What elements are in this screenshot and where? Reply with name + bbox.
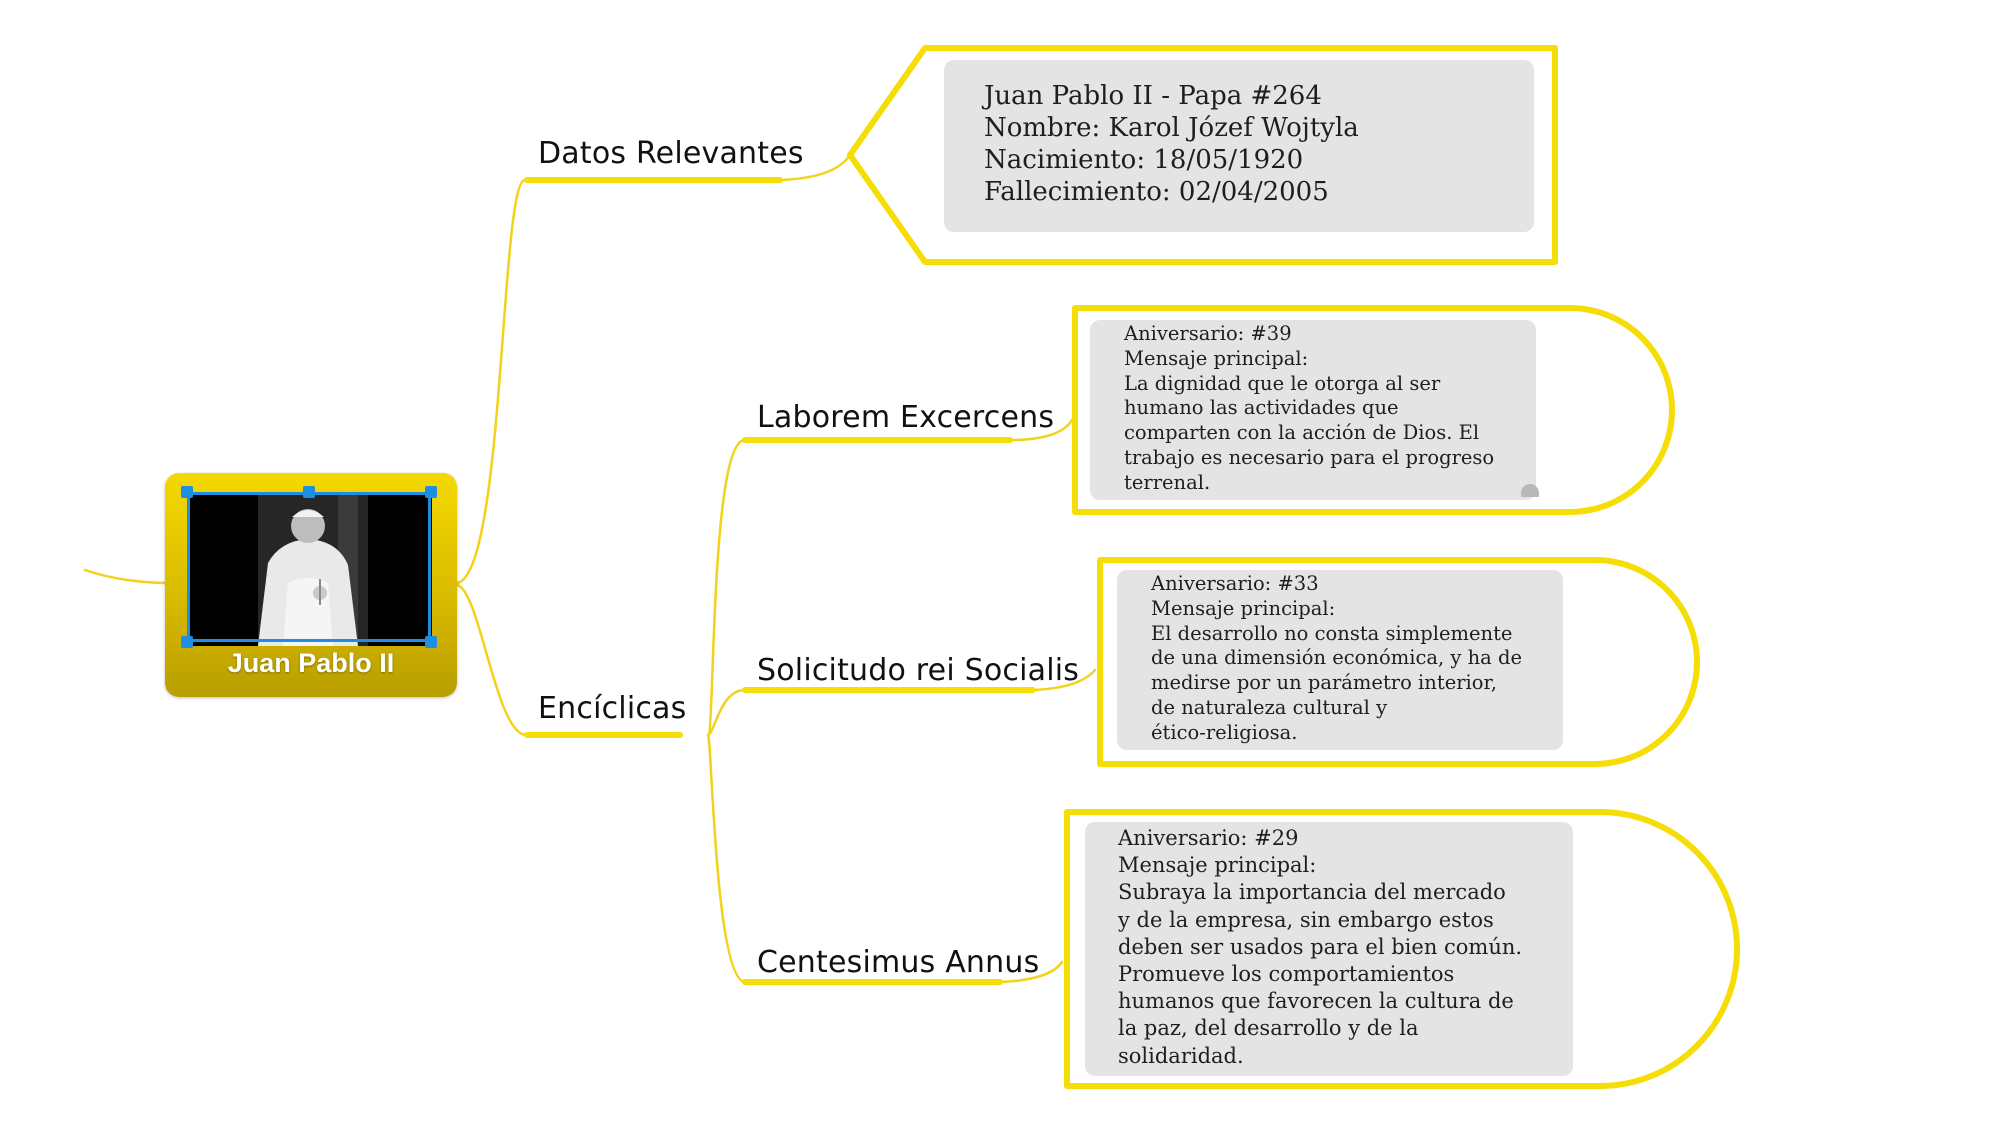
note-line: Mensaje principal:	[1151, 596, 1336, 620]
topic-enciclicas[interactable]: Encíclicas	[538, 691, 687, 726]
topic-laborem-excercens[interactable]: Laborem Excercens	[757, 400, 1055, 435]
note-line: deben ser usados para el bien común.	[1118, 934, 1523, 959]
note-resize-grip-icon[interactable]	[1521, 484, 1539, 497]
note-line: comparten con la acción de Dios. El	[1124, 421, 1480, 445]
connector-enciclicas-to-laborem	[706, 438, 747, 737]
connector-datos-to-note	[778, 153, 852, 182]
note-solicitudo-rei-socialis[interactable]: Aniversario: #33 Mensaje principal: El d…	[1117, 570, 1563, 750]
connector-laborem-to-note	[1008, 418, 1074, 442]
note-line: la paz, del desarrollo y de la	[1118, 1016, 1419, 1041]
rounded-frame-laborem	[1072, 305, 1675, 515]
note-line: humano las actividades que	[1124, 396, 1399, 420]
connector-central-to-enciclicas	[455, 583, 527, 737]
note-datos-relevantes[interactable]: Juan Pablo II - Papa #264 Nombre: Karol …	[944, 60, 1534, 232]
topic-datos-relevantes[interactable]: Datos Relevantes	[538, 136, 804, 171]
connector-enciclicas-to-solicitudo	[706, 688, 747, 737]
note-line: ético-religiosa.	[1151, 720, 1298, 744]
connector-centesimus-to-note	[998, 960, 1064, 984]
note-line: Mensaje principal:	[1124, 346, 1309, 370]
note-line: solidaridad.	[1118, 1043, 1244, 1068]
note-line: Nacimiento: 18/05/1920	[984, 145, 1304, 175]
note-line: trabajo es necesario para el progreso	[1124, 445, 1495, 469]
rounded-frame-centesimus	[1064, 809, 1740, 1089]
note-line: Juan Pablo II - Papa #264	[984, 81, 1322, 111]
resize-handle-bottom-right[interactable]	[425, 636, 437, 648]
resize-handle-bottom-left[interactable]	[181, 636, 193, 648]
note-line: Aniversario: #29	[1118, 826, 1299, 850]
note-line: y de la empresa, sin embargo estos	[1118, 907, 1494, 932]
resize-handle-top-left[interactable]	[181, 486, 193, 498]
note-line: Subraya la importancia del mercado	[1118, 880, 1506, 905]
topic-solicitudo-rei-socialis[interactable]: Solicitudo rei Socialis	[757, 653, 1080, 688]
connector-enciclicas-to-centesimus	[706, 733, 747, 984]
resize-handle-top-center[interactable]	[303, 486, 315, 498]
topic-centesimus-annus[interactable]: Centesimus Annus	[757, 945, 1040, 980]
note-centesimus-annus[interactable]: Aniversario: #29 Mensaje principal: Subr…	[1085, 822, 1573, 1076]
note-line: Aniversario: #39	[1124, 322, 1292, 345]
image-selection-frame	[187, 492, 431, 642]
note-line: humanos que favorecen la cultura de	[1118, 989, 1514, 1014]
note-line: Nombre: Karol Józef Wojtyla	[984, 113, 1359, 143]
note-laborem-excercens[interactable]: Aniversario: #39 Mensaje principal: La d…	[1090, 320, 1536, 500]
central-topic-title: Juan Pablo II	[227, 648, 395, 678]
central-topic-node[interactable]: Juan Pablo II	[165, 473, 457, 697]
note-line: El desarrollo no consta simplemente	[1151, 621, 1513, 645]
note-line: Aniversario: #33	[1151, 572, 1319, 595]
resize-handle-top-right[interactable]	[425, 486, 437, 498]
connector-solicitudo-to-note	[1031, 668, 1097, 692]
note-line: Fallecimiento: 02/04/2005	[984, 177, 1329, 207]
connector-central-to-datos	[455, 178, 527, 585]
note-line: La dignidad que le otorga al ser	[1124, 371, 1441, 395]
rounded-frame-solicitudo	[1097, 557, 1700, 767]
note-line: Promueve los comportamientos	[1118, 962, 1455, 987]
note-line: terrenal.	[1124, 470, 1211, 494]
note-line: de una dimensión económica, y ha de	[1151, 646, 1523, 670]
note-line: Mensaje principal:	[1118, 853, 1317, 878]
note-line: de naturaleza cultural y	[1151, 695, 1388, 719]
portrait-photo-icon	[188, 493, 432, 646]
note-line: medirse por un parámetro interior,	[1151, 671, 1497, 695]
connector-incoming	[83, 568, 167, 585]
hexagon-frame-datos	[847, 45, 1558, 265]
